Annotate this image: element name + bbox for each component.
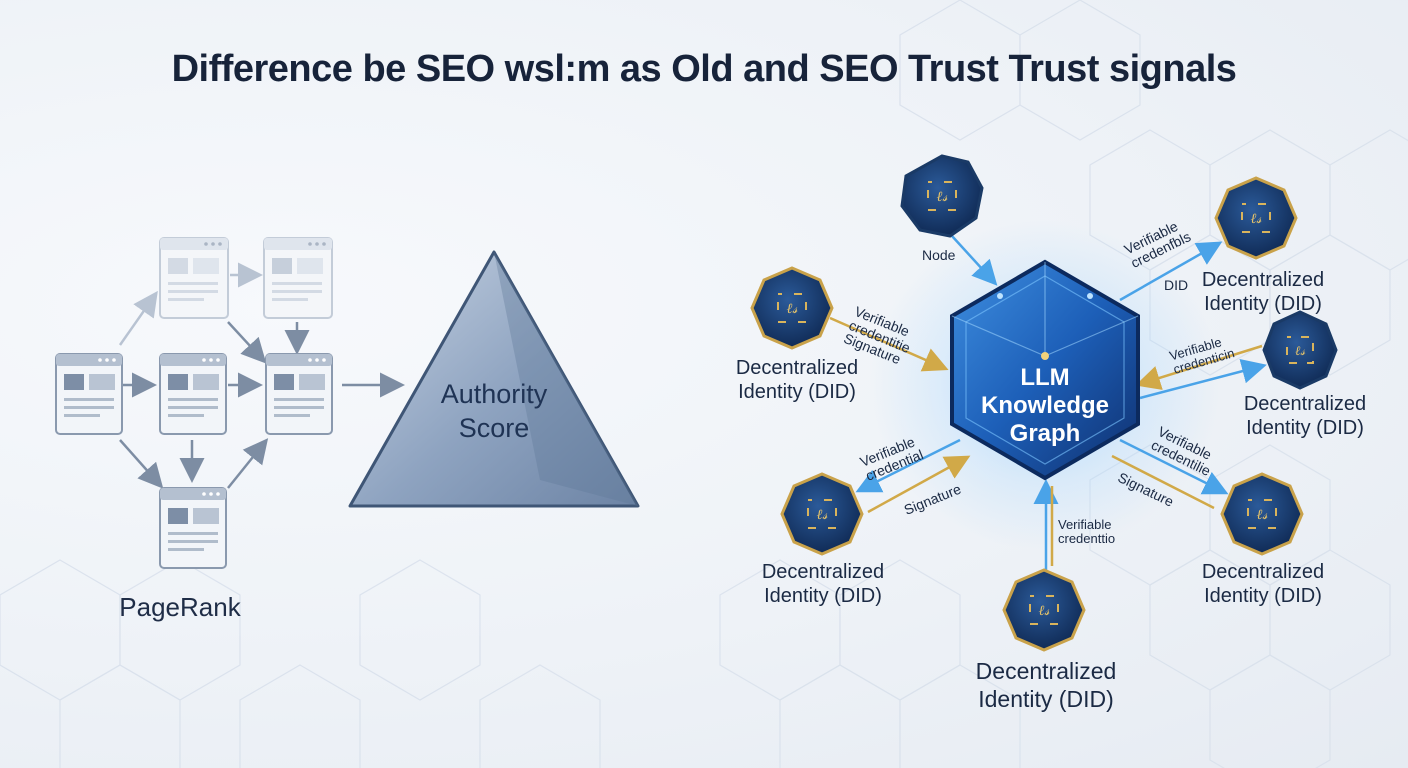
knowledge-graph-hexagon <box>950 259 1140 481</box>
center-label-line2: Knowledge <box>980 392 1109 419</box>
did-label-line1: Decentralized <box>761 561 885 583</box>
page-icon <box>159 237 229 319</box>
node-label: Node <box>922 247 956 263</box>
edge-br-blue <box>1119 438 1229 495</box>
edge-mr-blue <box>1139 358 1267 400</box>
edge-node <box>951 235 998 286</box>
did-label-right: Decentralized Identity (DID) <box>1220 392 1390 440</box>
page-icon <box>159 353 227 435</box>
svg-text:ℓ𝓈: ℓ𝓈 <box>1295 344 1306 359</box>
did-label-line1: Decentralized <box>1201 561 1325 583</box>
page-title: Difference be SEO wsl:m as Old and SEO T… <box>171 48 1237 90</box>
did-badge-icon: ℓ𝓈 <box>1262 310 1338 390</box>
edge-text: Verifiable <box>1058 517 1112 532</box>
pagerank-diagram <box>55 237 640 569</box>
did-label-line1: Decentralized <box>735 357 859 379</box>
did-label-bottom-left: Decentralized Identity (DID) <box>738 560 908 608</box>
did-label-line1: Decentralized <box>1201 269 1325 291</box>
edge-bl-blue <box>855 438 961 493</box>
edge-annotation-tr-did: DID <box>1164 277 1189 293</box>
edge-tr <box>1119 241 1223 302</box>
link-arrow <box>227 321 267 364</box>
authority-label-line1: Authority <box>440 379 548 409</box>
center-label-line3: Graph <box>1009 420 1081 447</box>
link-arrow-faded <box>118 290 158 346</box>
did-label-line2: Identity (DID) <box>978 685 1114 712</box>
link-arrow <box>119 439 164 489</box>
did-label-bottom: Decentralized Identity (DID) <box>946 658 1146 713</box>
node-badge-icon: ℓ𝓈 <box>900 154 984 238</box>
did-label-left: Decentralized Identity (DID) <box>712 356 882 404</box>
edge-bl-gold <box>867 455 971 514</box>
did-label-top-right: Decentralized Identity (DID) <box>1178 268 1348 316</box>
edge-tl <box>829 316 949 372</box>
pagerank-label: PageRank <box>119 592 241 622</box>
svg-text:ℓ𝓈: ℓ𝓈 <box>787 301 799 317</box>
authority-label-line2: Score <box>458 413 530 443</box>
did-badge-icon: ℓ𝓈 <box>1214 176 1298 260</box>
did-label-line2: Identity (DID) <box>1204 293 1322 315</box>
authority-triangle <box>348 250 640 508</box>
did-label-line2: Identity (DID) <box>764 585 882 607</box>
edge-br-gold <box>1111 454 1215 510</box>
edge-annotation-b: Verifiable credenttio <box>1058 518 1115 545</box>
edge-mr-gold <box>1135 344 1263 390</box>
did-label-line2: Identity (DID) <box>1204 585 1322 607</box>
svg-text:ℓ𝓈: ℓ𝓈 <box>937 189 949 205</box>
did-badge-icon: ℓ𝓈 <box>1220 472 1304 556</box>
did-label-line2: Identity (DID) <box>738 381 856 403</box>
did-label-line1: Decentralized <box>975 658 1117 684</box>
page-icon <box>159 487 227 569</box>
did-label-line1: Decentralized <box>1243 393 1367 415</box>
center-label-line1: LLM <box>1020 364 1070 391</box>
svg-text:ℓ𝓈: ℓ𝓈 <box>1257 507 1269 523</box>
svg-text:ℓ𝓈: ℓ𝓈 <box>1251 211 1263 227</box>
did-label-line2: Identity (DID) <box>1246 417 1364 439</box>
did-badge-icon: ℓ𝓈 <box>780 472 864 556</box>
svg-text:ℓ𝓈: ℓ𝓈 <box>1039 603 1051 619</box>
page-icon <box>265 353 333 435</box>
svg-text:ℓ𝓈: ℓ𝓈 <box>817 507 829 523</box>
link-arrow <box>227 438 269 489</box>
page-icon <box>263 237 333 319</box>
did-badge-icon: ℓ𝓈 <box>1002 568 1086 652</box>
edge-text: credenttio <box>1058 530 1116 546</box>
did-label-bottom-right: Decentralized Identity (DID) <box>1178 560 1348 608</box>
did-badge-icon: ℓ𝓈 <box>750 266 834 350</box>
page-icon <box>55 353 123 435</box>
